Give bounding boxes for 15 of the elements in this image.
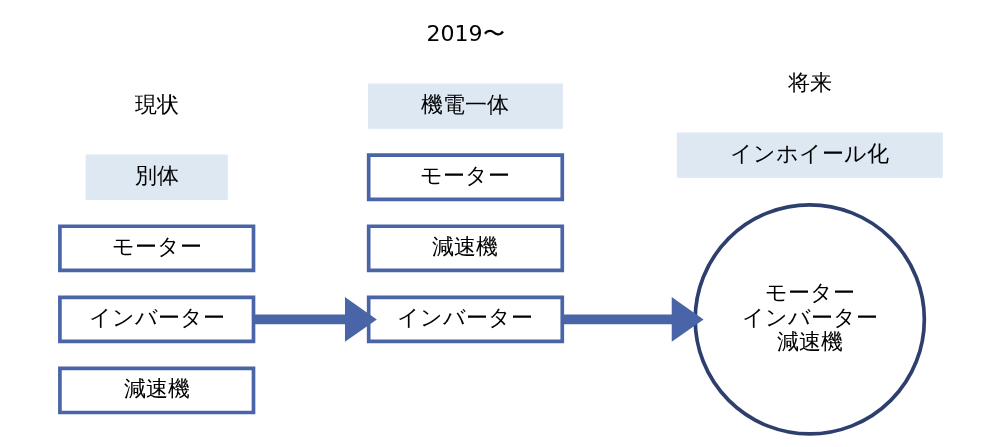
label: 将来	[787, 69, 832, 95]
node-box: モーター	[58, 224, 256, 273]
label: 現状	[134, 91, 179, 117]
node-box: インバーター	[58, 295, 256, 344]
node-box: モーター	[366, 153, 565, 202]
node-box: インホイール化	[676, 132, 943, 178]
arrow	[253, 297, 377, 342]
label: 2019〜	[426, 20, 505, 46]
arrow	[562, 297, 704, 342]
node-box: インバーター	[366, 295, 565, 344]
node-box: 減速機	[58, 366, 256, 415]
node-box: 機電一体	[368, 83, 563, 129]
node-box: 減速機	[366, 224, 565, 273]
node-circle: モーター インバーター 減速機	[693, 202, 927, 436]
node-box: 別体	[85, 154, 228, 200]
